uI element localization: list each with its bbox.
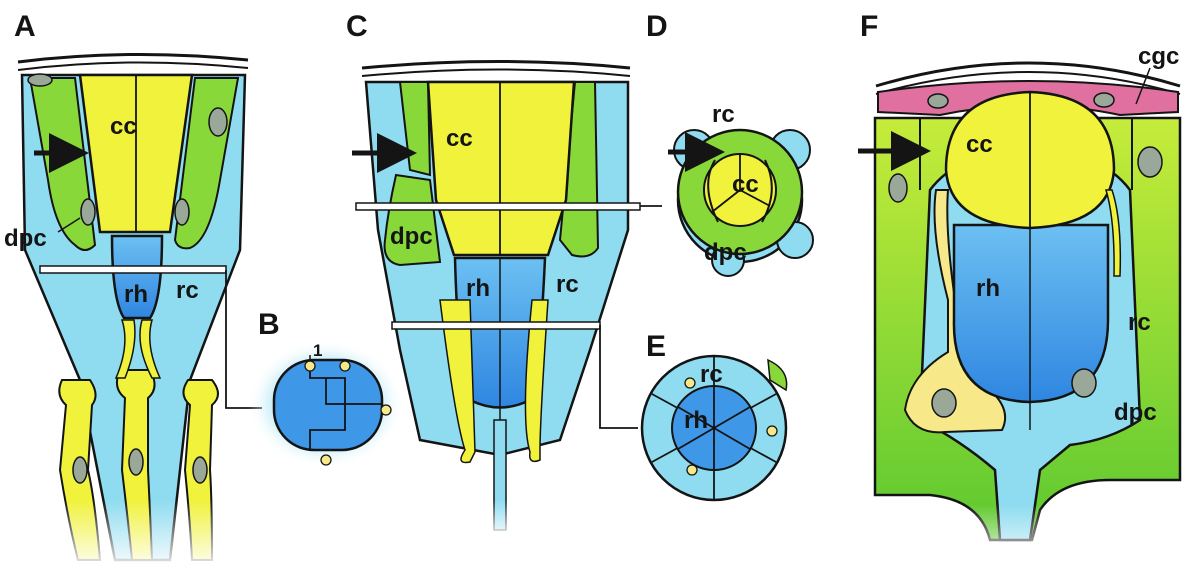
panel-b: B 1 [248,308,404,468]
panel-f: F cgc cc rh rc dpc [858,10,1182,572]
label-dpc-f: dpc [1114,399,1157,426]
panel-letter-f: F [860,10,878,43]
label-rc-a: rc [176,277,199,304]
panel-letter-c: C [346,10,368,43]
cornea [17,52,249,64]
label-dpc-c: dpc [390,223,433,250]
label-rc-d: rc [712,101,735,128]
panel-d: D rc cc dpc [646,10,814,277]
label-dpc-a: dpc [4,225,47,252]
panel-e: E rc rh [640,330,788,502]
label-cc-c: cc [446,125,473,152]
cone-cell-c [426,80,576,257]
label-cc-f: cc [966,131,993,158]
label-dpc-d: dpc [704,239,747,266]
label-rc-c: rc [556,271,579,298]
label-rc-e: rc [700,361,723,388]
cornea-c [361,60,631,70]
panel-letter-e: E [646,330,666,363]
label-cc-a: cc [110,113,137,140]
panel-letter-a: A [14,10,36,43]
label-cgc-f: cgc [1138,43,1179,70]
label-rh-a: rh [124,281,148,308]
label-rh-f: rh [976,275,1000,302]
panel-c: C cc rh rc dpc [346,10,662,540]
cornea-f [875,61,1181,88]
dpc-right-c [558,81,600,258]
label-rh-e: rh [684,407,708,434]
panel-letter-d: D [646,10,668,43]
panel-letter-b: B [258,308,280,341]
label-rc-f: rc [1128,309,1151,336]
label-number-b: 1 [313,341,322,360]
label-rh-c: rh [466,275,490,302]
rhabdom-cross-section-b [272,358,384,452]
panel-a: A cc rh rc dpc [4,10,262,572]
dpc-left-c [383,173,442,267]
label-cc-d: cc [732,171,759,198]
